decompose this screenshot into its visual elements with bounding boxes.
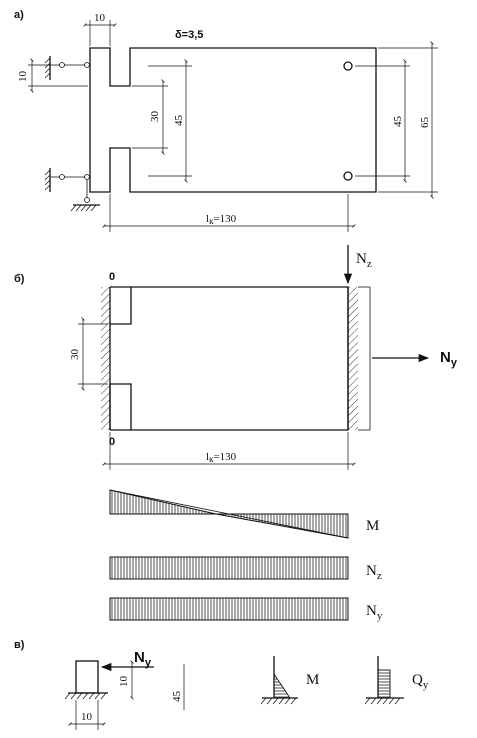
dimension-right-45: 45 [355,59,410,183]
force-ny-label: Ny [440,349,458,369]
dimension-slot-30-label: 30 [149,111,161,123]
panel-c-label: в) [14,639,25,651]
zero-label-top: 0 [109,271,115,283]
dimension-left-10-label: 10 [17,71,29,83]
pin-support-base [70,180,100,212]
dimension-tooth-45: 45 [171,664,185,710]
left-wall-hatch [101,287,110,430]
dimension-length-a: lк=130 [102,194,356,232]
panel-a-label: а) [14,9,24,21]
tooth-force-label: Ny [134,649,152,669]
hole-bottom [343,171,353,181]
dimension-top-10: 10 [83,12,117,46]
tooth-moment-label: M [306,672,319,688]
dimension-length-a-label: lк=130 [206,213,237,226]
dimension-hole-span-45: 45 [148,59,192,183]
tooth-shear-diagram: Qy [364,656,429,705]
ny-diagram: Ny [109,597,383,622]
moment-label: M [366,518,379,534]
tooth-element [75,660,99,694]
tooth-shear-area [377,669,391,699]
dimension-slot-30-b: 30 [69,317,108,391]
panel-b-label: б) [14,273,25,285]
zero-label-bottom: 0 [109,436,115,448]
pin-support-top [44,56,90,80]
dimension-right-65-label: 65 [419,117,431,129]
thickness-label: δ=3,5 [175,29,203,41]
nz-diagram: Nz [109,556,382,582]
dimension-length-b-label: lк=130 [206,451,237,464]
pin-support-bottom [44,168,90,192]
plate-outline [89,47,377,193]
internal-force-diagrams: M Nz Ny [109,489,383,622]
nz-diagram-band [109,556,349,580]
force-nz-label: Nz [356,251,372,270]
hole-top [343,61,353,71]
tooth-shear-label: Qy [412,672,429,691]
tooth-moment-diagram: M [260,656,319,705]
force-nz-arrow: Nz [343,245,372,285]
dimension-top-10-label: 10 [94,12,106,24]
panel-b: б) 0 0 Nz Ny 30 [14,245,458,470]
ny-label: Ny [366,603,383,622]
ny-diagram-band [109,597,349,621]
panel-c: в) Ny 10 45 10 [14,639,429,730]
moment-diagram: M [109,489,379,539]
tooth-moment-area [273,672,291,699]
dimension-tooth-10-vertical-label: 10 [118,676,130,688]
dimension-right-65: 65 [378,41,438,199]
dimension-tooth-10-horizontal-label: 10 [81,711,93,723]
dimension-right-45-label: 45 [392,116,404,128]
dimension-left-10: 10 [17,58,88,93]
dimension-hole-span-45-label: 45 [173,115,185,127]
force-ny-arrow: Ny [372,349,458,369]
nz-label: Nz [366,563,382,582]
dimension-length-b: lк=130 [102,432,356,470]
dimension-slot-30-b-label: 30 [69,349,81,361]
dimension-tooth-10-vertical: 10 [118,660,134,700]
dimension-tooth-45-label: 45 [171,691,183,703]
right-wall-hatch [348,287,358,430]
dimension-slot-30: 30 [132,79,168,155]
dimension-tooth-10-horizontal: 10 [68,700,106,730]
panel-a: а) δ=3,5 [14,9,438,232]
plate-outline-b [109,286,349,431]
